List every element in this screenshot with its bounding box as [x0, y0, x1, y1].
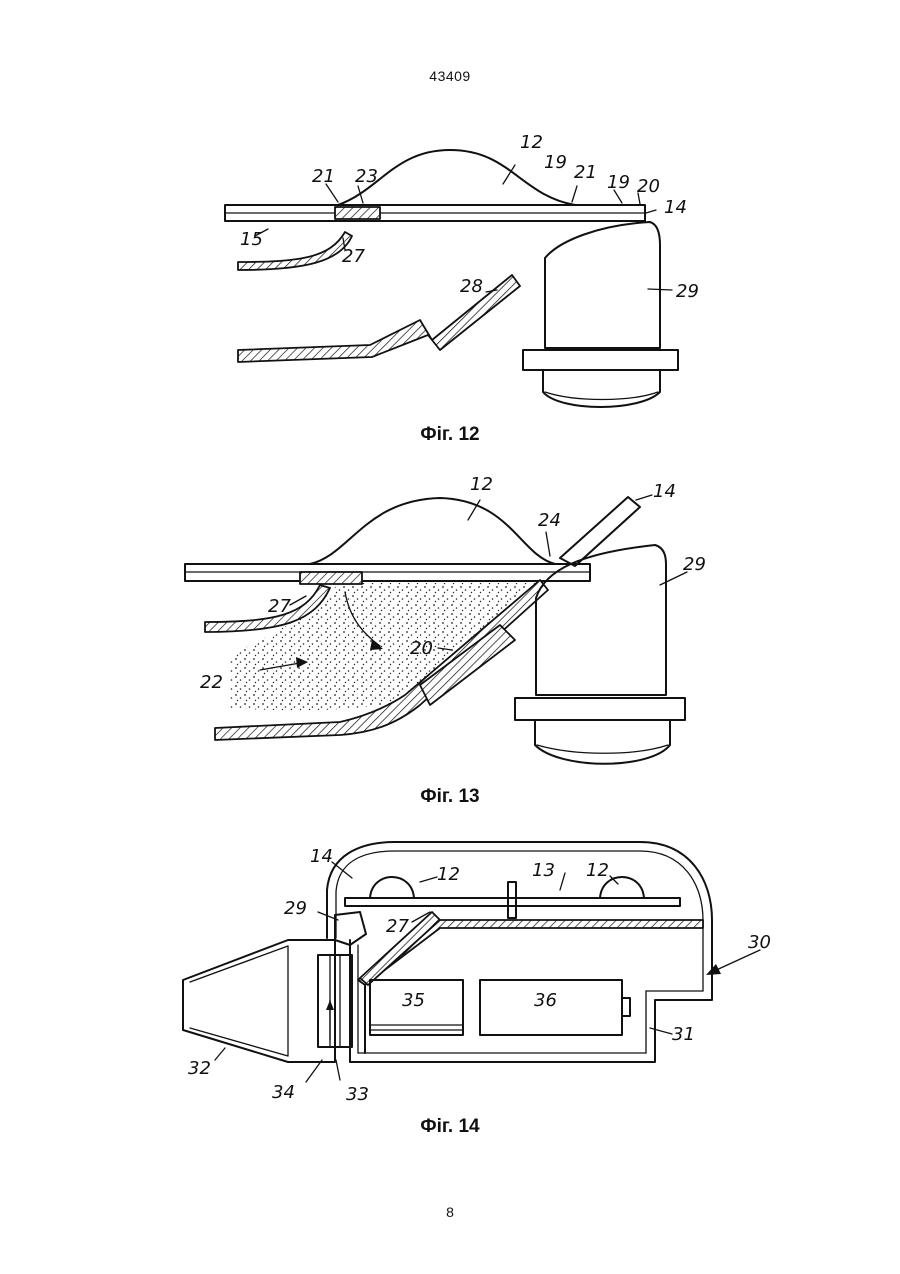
- fig14-ref-34: 34: [272, 1082, 295, 1103]
- fig13-lamp-body: [536, 545, 666, 695]
- fig14-disk-13: [345, 898, 680, 906]
- fig14-ref-31: 31: [672, 1024, 695, 1045]
- fig12-ref-28: 28: [460, 276, 483, 297]
- fig14-ref-32: 32: [188, 1058, 211, 1079]
- document-number: 43409: [0, 68, 900, 84]
- fig14-ref-29: 29: [284, 898, 307, 919]
- fig12-ref-19b: 19: [607, 172, 630, 193]
- fig14-mouthpiece-32: [183, 940, 335, 1062]
- fig12-ref-14: 14: [664, 197, 687, 218]
- fig12-ref-19a: 19: [544, 152, 567, 173]
- fig14-ref-36: 36: [534, 990, 557, 1011]
- figure-14: 14 12 13 12 29 27 30 35 36 31 32 34 33: [0, 830, 900, 1110]
- fig12-ref-21b: 21: [312, 166, 335, 187]
- page-number: 8: [0, 1204, 900, 1220]
- figure-14-caption: Фіг. 14: [0, 1116, 900, 1138]
- fig14-dome-a: [370, 877, 414, 898]
- fig13-ref-27: 27: [268, 596, 291, 617]
- fig13-ref-24: 24: [538, 510, 561, 531]
- fig14-arrow-30: [712, 950, 760, 972]
- fig13-ref-20: 20: [410, 638, 433, 659]
- figure-13: 12 14 24 29 27 20 22: [0, 460, 900, 790]
- fig14-ref-13: 13: [532, 860, 555, 881]
- figure-14-drawing: 14 12 13 12 29 27 30 35 36 31 32 34 33: [0, 830, 900, 1110]
- fig12-ref-21a: 21: [574, 162, 597, 183]
- fig14-ref-14: 14: [310, 846, 333, 867]
- fig14-ref-27: 27: [386, 916, 409, 937]
- figure-12-drawing: 12 19 21 19 20 14 21 23 15 27 28 29: [0, 120, 900, 420]
- figure-13-drawing: 12 14 24 29 27 20 22: [0, 460, 900, 790]
- fig12-lamp-flange: [523, 350, 678, 370]
- fig12-ref-15: 15: [240, 229, 263, 250]
- fig14-ref-12b: 12: [586, 860, 609, 881]
- fig13-dome: [310, 498, 555, 564]
- fig13-ref-12: 12: [470, 474, 493, 495]
- fig12-lamp-body: [545, 222, 660, 348]
- fig14-ref-30: 30: [748, 932, 771, 953]
- fig14-ref-12a: 12: [437, 864, 460, 885]
- fig12-ref-29: 29: [676, 281, 699, 302]
- fig13-strip-14: [560, 497, 640, 566]
- fig12-seal: [335, 207, 380, 219]
- fig13-ref-14: 14: [653, 481, 676, 502]
- fig12-ref-23: 23: [355, 166, 378, 187]
- fig12-ref-12: 12: [520, 132, 543, 153]
- fig12-ref-27: 27: [342, 246, 365, 267]
- figure-12-caption: Фіг. 12: [0, 424, 900, 446]
- fig12-ref-20: 20: [637, 176, 660, 197]
- fig14-ref-35: 35: [402, 990, 425, 1011]
- figure-12: 12 19 21 19 20 14 21 23 15 27 28 29: [0, 120, 900, 420]
- fig14-ref-33: 33: [346, 1084, 369, 1105]
- fig13-ref-22: 22: [200, 672, 223, 693]
- figure-13-caption: Фіг. 13: [0, 786, 900, 808]
- fig13-ref-29: 29: [683, 554, 706, 575]
